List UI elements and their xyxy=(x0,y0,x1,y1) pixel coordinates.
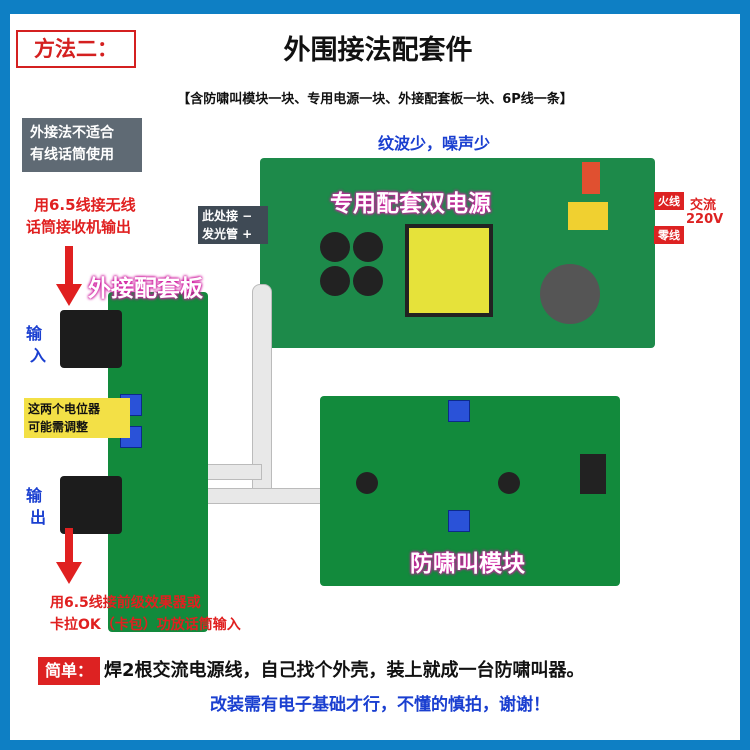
method-tag: 方法二： xyxy=(16,30,136,68)
input-jack xyxy=(60,310,122,368)
anti-howl-module-label: 防啸叫模块 xyxy=(410,551,525,577)
page-title: 外围接法配套件 xyxy=(283,35,473,66)
potentiometer-note: 这两个电位器 可能需调整 xyxy=(24,398,130,438)
output-hint-line1: 用6.5线接前级效果器或 xyxy=(50,595,201,611)
led-note-line1: 此处接 − xyxy=(202,209,253,223)
ac-label-line1: 交流 xyxy=(690,198,717,213)
potentiometer xyxy=(448,400,470,422)
potentiometer xyxy=(448,510,470,532)
capacitor xyxy=(353,232,383,262)
relay-box xyxy=(582,162,600,194)
input-hint-line1: 用6.5线接无线 xyxy=(34,196,136,214)
capacitor xyxy=(356,472,378,494)
input-label-line1: 输 xyxy=(26,324,43,343)
transformer xyxy=(405,224,493,317)
wired-mic-warning-line2: 有线话筒使用 xyxy=(30,147,114,163)
led-note-line2: 发光管 + xyxy=(202,227,253,241)
capacitor xyxy=(320,232,350,262)
ic-chip xyxy=(580,454,606,494)
fuse-box xyxy=(568,202,608,230)
wired-mic-warning-line1: 外接法不适合 xyxy=(30,125,114,141)
capacitor xyxy=(498,472,520,494)
input-label-line2: 入 xyxy=(30,346,47,365)
wired-mic-warning: 外接法不适合 有线话筒使用 xyxy=(22,118,142,172)
potentiometer-note-line2: 可能需调整 xyxy=(28,420,89,434)
external-board-label: 外接配套板 xyxy=(88,276,203,302)
output-jack xyxy=(60,476,122,534)
power-supply-label: 专用配套双电源 xyxy=(330,191,491,217)
footer-line1: 焊2根交流电源线，自己找个外壳，装上就成一台防啸叫器。 xyxy=(104,660,585,681)
output-hint-line2: 卡拉OK（卡包）功放话筒输入 xyxy=(50,617,241,633)
photo-area: 纹波少，噪声少 专用配套双电源 此处接 − 发光管 + 火线 零线 交流 220… xyxy=(20,114,730,644)
ripple-note: 纹波少，噪声少 xyxy=(378,134,491,153)
input-hint-line2: 话筒接收机输出 xyxy=(26,218,132,236)
footer-panel xyxy=(20,648,730,726)
potentiometer-note-line1: 这两个电位器 xyxy=(28,402,101,416)
footer-tag: 简单： xyxy=(38,657,100,685)
live-wire-badge: 火线 xyxy=(654,192,684,210)
kit-contents-subtitle: 【含防啸叫模块一块、专用电源一块、外接配套板一块、6P线一条】 xyxy=(177,92,573,107)
output-label-line1: 输 xyxy=(26,486,43,505)
output-label-line2: 出 xyxy=(30,508,47,527)
capacitor xyxy=(353,266,383,296)
large-capacitor xyxy=(540,264,600,324)
output-arrow-icon xyxy=(56,528,82,584)
ac-label-line2: 220V xyxy=(686,212,724,227)
footer-line2: 改装需有电子基础才行，不懂的慎拍，谢谢！ xyxy=(210,695,550,715)
input-arrow-icon xyxy=(56,246,82,306)
neutral-wire-badge: 零线 xyxy=(654,226,684,244)
led-note: 此处接 − 发光管 + xyxy=(198,206,268,244)
capacitor xyxy=(320,266,350,296)
external-board xyxy=(108,292,208,632)
